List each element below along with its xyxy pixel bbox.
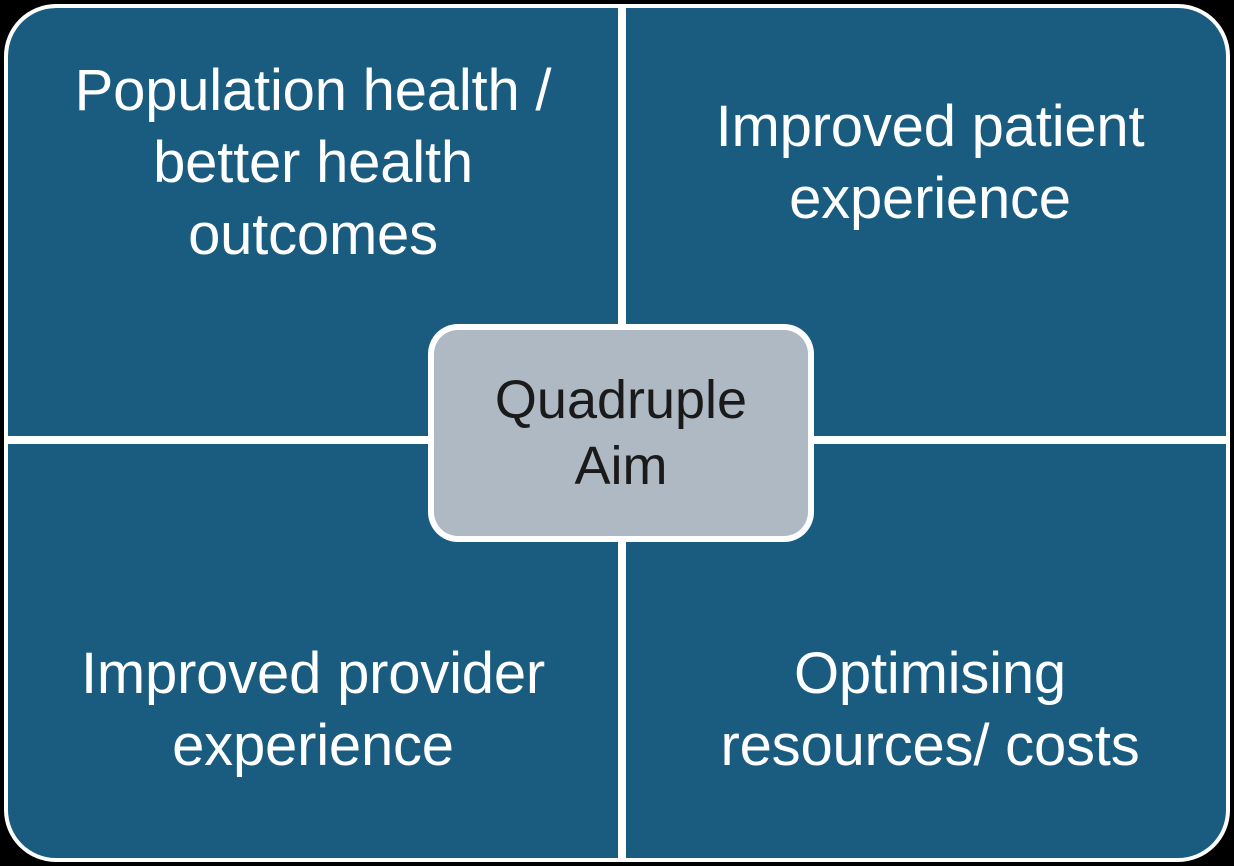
quadrant-top-right-label: Improved patient experience — [715, 94, 1145, 231]
quadrant-top-left-label: Population health / better health outcom… — [74, 58, 552, 267]
center-hub-label: Quadruple Aim — [494, 370, 748, 496]
quadrant-bottom-right-label: Optimising resources/ costs — [720, 641, 1140, 778]
center-hub-inner: Quadruple Aim — [434, 330, 808, 536]
quadrant-bottom-left-label: Improved provider experience — [80, 641, 546, 778]
quadrant-bottom-right[interactable]: Optimising resources/ costs — [626, 444, 1226, 858]
center-hub[interactable]: Quadruple Aim — [428, 324, 814, 542]
